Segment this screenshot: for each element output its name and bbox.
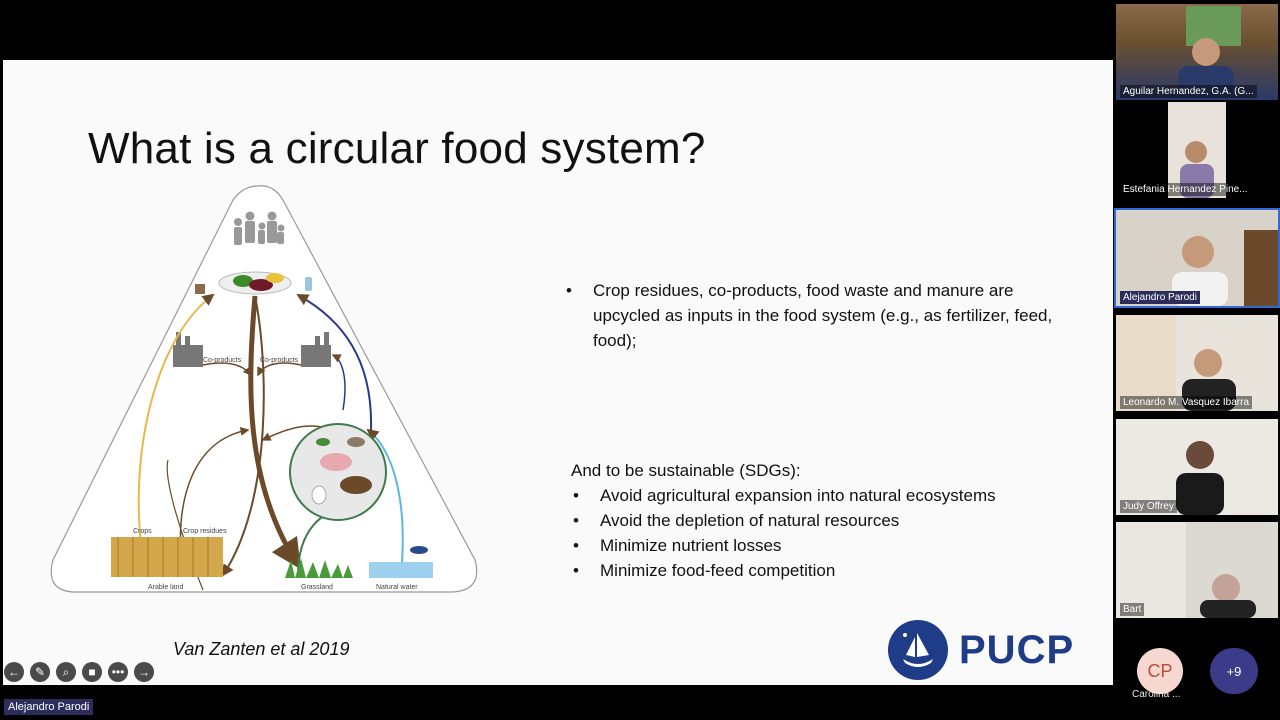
avatar-name: Carolina ... (1132, 689, 1181, 700)
participant-tile[interactable]: Estefania Hernandez Pine... (1116, 102, 1278, 198)
logo-wordmark: PUCP (959, 627, 1075, 672)
label-natural-water: Natural water (376, 584, 418, 591)
avatar[interactable]: CP (1137, 648, 1183, 694)
participant-tile[interactable]: Aguilar Hernandez, G.A. (G... (1116, 4, 1278, 100)
participant-name: Bart (1120, 603, 1145, 616)
list-item: •Avoid agricultural expansion into natur… (573, 486, 996, 505)
back-arrow-icon[interactable]: ← (4, 662, 24, 682)
participant-tile[interactable]: Bart (1116, 522, 1278, 618)
participant-video (1168, 102, 1226, 198)
participant-tile[interactable]: Leonardo M. Vasquez Ibarra (1116, 315, 1278, 411)
bullet-text: Crop residues, co-products, food waste a… (593, 281, 1053, 350)
participant-name: Judy Offrey (1120, 500, 1177, 513)
label-coproducts-right: Co-products (260, 357, 299, 364)
presentation-toolbar: ← ✎ ⌕ ■ ••• → (4, 662, 154, 682)
presentation-slide: What is a circular food system? Co-produ… (3, 60, 1113, 685)
label-arable-land: Arable land (148, 584, 184, 591)
sdg-list: •Avoid agricultural expansion into natur… (571, 483, 996, 583)
list-item: •Minimize food-feed competition (573, 561, 836, 580)
participant-video (1116, 315, 1236, 411)
more-participants-button[interactable]: +9 (1210, 648, 1258, 694)
participant-name: Estefania Hernandez Pine... (1120, 183, 1251, 196)
label-crop-residues: Crop residues (183, 528, 227, 535)
bullet-dot: • (566, 281, 572, 300)
participant-name: Aguilar Hernandez, G.A. (G... (1120, 85, 1257, 98)
pucp-logo: PUCP (887, 619, 1074, 681)
sdg-section: And to be sustainable (SDGs): •Avoid agr… (571, 458, 996, 583)
sdg-header: And to be sustainable (SDGs): (571, 461, 801, 480)
pen-icon[interactable]: ✎ (30, 662, 50, 682)
participant-video (1178, 6, 1241, 100)
camera-icon[interactable]: ■ (82, 662, 102, 682)
forward-arrow-icon[interactable]: → (134, 662, 154, 682)
presenter-name-tag: Alejandro Parodi (4, 699, 94, 715)
slide-title: What is a circular food system? (88, 124, 706, 173)
circular-definition-bullet: • Crop residues, co-products, food waste… (566, 278, 1066, 353)
circular-food-system-diagram: Co-products Co-products Crops (50, 185, 478, 593)
label-coproducts-left: Co-products (203, 357, 242, 364)
participant-video (1176, 441, 1224, 515)
list-item: •Avoid the depletion of natural resource… (573, 511, 900, 530)
list-item: •Minimize nutrient losses (573, 536, 782, 555)
label-grassland: Grassland (301, 584, 333, 591)
participant-tile[interactable]: Judy Offrey (1116, 419, 1278, 515)
participant-name: Alejandro Parodi (1120, 291, 1200, 304)
citation: Van Zanten et al 2019 (173, 639, 350, 659)
participant-name: Leonardo M. Vasquez Ibarra (1120, 396, 1253, 409)
more-icon[interactable]: ••• (108, 662, 128, 682)
participant-tile-active-speaker[interactable]: Alejandro Parodi (1114, 208, 1280, 308)
pucp-seal-icon (888, 620, 948, 680)
zoom-icon[interactable]: ⌕ (56, 662, 76, 682)
label-crops: Crops (133, 528, 152, 535)
participant-video (1116, 522, 1256, 618)
